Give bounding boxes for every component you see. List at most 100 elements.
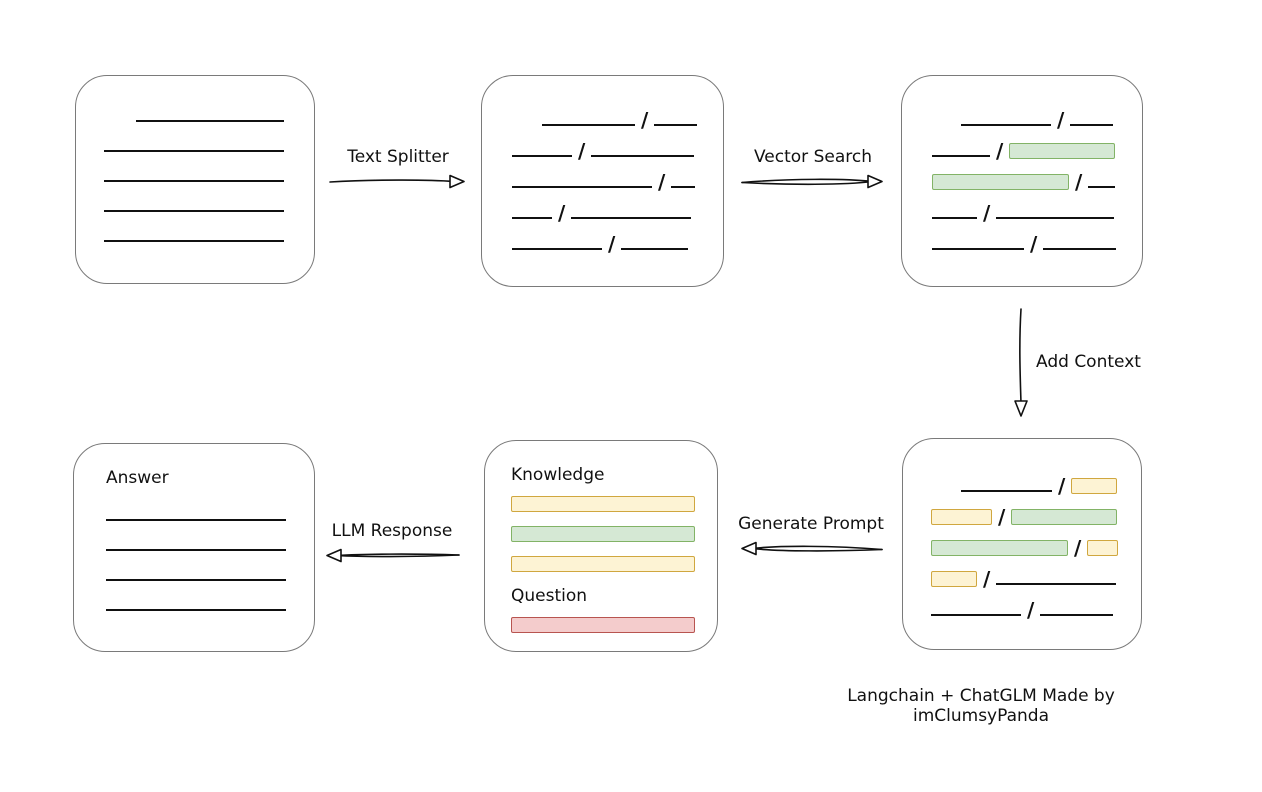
text-segment bbox=[542, 124, 635, 126]
text-segment bbox=[1040, 614, 1114, 616]
chunk-row: / bbox=[512, 190, 723, 225]
text-segment bbox=[1088, 186, 1116, 188]
chunk-row: / bbox=[931, 494, 1141, 529]
chunk-row: / bbox=[512, 128, 723, 163]
slash-separator: / bbox=[658, 170, 666, 194]
llm-response-label: LLM Response bbox=[331, 521, 453, 541]
left-arrow-icon bbox=[326, 548, 460, 563]
credit-text: Langchain + ChatGLM Made by imClumsyPand… bbox=[847, 686, 1115, 726]
answer-lines bbox=[106, 490, 286, 611]
generate-prompt-arrow-group: Generate Prompt bbox=[736, 514, 886, 556]
text-segment bbox=[932, 217, 977, 219]
slash-separator: / bbox=[1075, 170, 1083, 194]
text-segment bbox=[671, 186, 696, 188]
right-arrow-icon bbox=[741, 174, 883, 189]
chunk-row: / bbox=[932, 159, 1142, 194]
text-line bbox=[106, 609, 286, 611]
chunk-row: / bbox=[932, 190, 1142, 225]
slash-separator: / bbox=[1058, 474, 1066, 498]
chunk-row: / bbox=[931, 556, 1141, 591]
text-line bbox=[104, 150, 284, 152]
text-line bbox=[106, 549, 286, 551]
slash-separator: / bbox=[998, 505, 1006, 529]
context-rows: / / / / / bbox=[903, 439, 1141, 622]
text-splitter-arrow-group: Text Splitter bbox=[326, 147, 470, 189]
slash-separator: / bbox=[983, 201, 991, 225]
green-highlight-chunk bbox=[1011, 509, 1118, 525]
chunks-node: / / / / / bbox=[481, 75, 724, 287]
chunk-row: / bbox=[931, 587, 1141, 622]
text-segment bbox=[621, 248, 689, 250]
text-segment bbox=[512, 155, 572, 157]
chunk-row: / bbox=[932, 97, 1142, 132]
text-segment bbox=[932, 248, 1024, 250]
text-segment bbox=[996, 583, 1117, 585]
text-segment bbox=[961, 124, 1051, 126]
green-highlight-chunk bbox=[932, 174, 1069, 190]
retrieved-node: ///// bbox=[901, 75, 1143, 287]
text-segment bbox=[654, 124, 698, 126]
add-context-label: Add Context bbox=[1036, 352, 1141, 372]
text-line bbox=[106, 579, 286, 581]
slash-separator: / bbox=[1074, 536, 1082, 560]
green-highlight-chunk bbox=[931, 540, 1068, 556]
down-arrow-icon bbox=[1014, 308, 1028, 417]
slash-separator: / bbox=[1057, 108, 1065, 132]
prompt-node: Knowledge Question bbox=[484, 440, 718, 652]
green-highlight-chunk bbox=[1009, 143, 1116, 159]
document-node bbox=[75, 75, 315, 284]
text-segment bbox=[1043, 248, 1117, 250]
text-segment bbox=[1070, 124, 1114, 126]
text-segment bbox=[931, 614, 1021, 616]
answer-node: Answer bbox=[73, 443, 315, 652]
slash-separator: / bbox=[558, 201, 566, 225]
llm-response-arrow-group: LLM Response bbox=[322, 521, 462, 563]
chunks-rows: / / / / / bbox=[482, 76, 723, 256]
question-bars bbox=[511, 617, 695, 633]
vector-search-arrow-group: Vector Search bbox=[738, 147, 888, 189]
text-line bbox=[104, 240, 284, 242]
context-node: / / / / / bbox=[902, 438, 1142, 650]
chunk-row: / bbox=[512, 221, 723, 256]
text-line bbox=[104, 180, 284, 182]
chunk-row: / bbox=[932, 221, 1142, 254]
text-segment bbox=[512, 217, 552, 219]
red-bar bbox=[511, 617, 695, 633]
text-segment bbox=[932, 155, 990, 157]
generate-prompt-label: Generate Prompt bbox=[738, 514, 884, 534]
knowledge-label: Knowledge bbox=[511, 465, 605, 485]
knowledge-bars bbox=[511, 496, 695, 572]
yellow-highlight-chunk bbox=[1087, 540, 1119, 556]
yellow-highlight-chunk bbox=[1071, 478, 1118, 494]
text-segment bbox=[996, 217, 1115, 219]
answer-label: Answer bbox=[106, 468, 169, 488]
text-line bbox=[106, 519, 286, 521]
left-arrow-icon bbox=[741, 541, 883, 556]
slash-separator: / bbox=[983, 567, 991, 591]
vector-search-label: Vector Search bbox=[754, 147, 872, 167]
text-line bbox=[136, 120, 284, 122]
yellow-highlight-chunk bbox=[931, 571, 977, 587]
yellow-bar bbox=[511, 556, 695, 572]
chunk-row: / bbox=[931, 463, 1141, 498]
retrieved-rows: ///// bbox=[902, 76, 1142, 254]
chunk-row: / bbox=[512, 97, 723, 130]
text-splitter-label: Text Splitter bbox=[347, 147, 449, 167]
text-segment bbox=[961, 490, 1052, 492]
text-line bbox=[104, 210, 284, 212]
document-lines bbox=[76, 76, 314, 242]
question-label: Question bbox=[511, 586, 588, 606]
text-segment bbox=[512, 186, 652, 188]
text-segment bbox=[571, 217, 692, 219]
yellow-bar bbox=[511, 496, 695, 512]
slash-separator: / bbox=[1027, 598, 1035, 622]
text-segment bbox=[591, 155, 695, 157]
slash-separator: / bbox=[996, 139, 1004, 163]
slash-separator: / bbox=[578, 139, 586, 163]
text-segment bbox=[512, 248, 602, 250]
green-bar bbox=[511, 526, 695, 542]
chunk-row: / bbox=[512, 159, 723, 194]
slash-separator: / bbox=[608, 232, 616, 256]
yellow-highlight-chunk bbox=[931, 509, 992, 525]
